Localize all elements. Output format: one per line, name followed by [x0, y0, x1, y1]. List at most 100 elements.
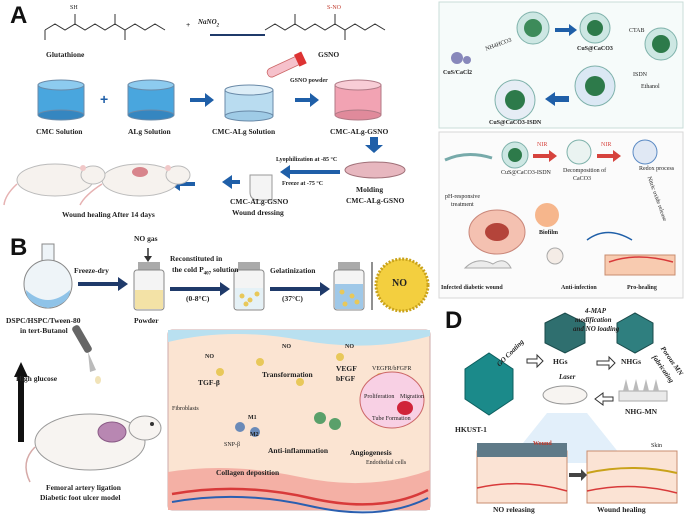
- ph-label-1: pH-responsive: [445, 194, 480, 200]
- dressing-label-2: Wound dressing: [232, 208, 284, 217]
- m1-label: M1: [248, 415, 257, 421]
- collagen-label: Collagen deposition: [216, 468, 280, 477]
- glutathione-label: Glutathione: [46, 50, 85, 59]
- isdn-label: ISDN: [633, 72, 648, 78]
- vegfr-label: VEGFR/bFGFR: [372, 366, 412, 372]
- infected-label: Infected diabetic wound: [441, 285, 503, 291]
- flask-label-2: in tert-Butanol: [20, 326, 68, 335]
- wound-label: Wound: [533, 441, 552, 447]
- no-marker-1: NO: [205, 354, 214, 360]
- powder-vial: [133, 262, 165, 311]
- decomposition-label-2: CaCO3: [573, 176, 591, 182]
- migration-label: Migration: [400, 394, 424, 400]
- anti-inflammation-label: Anti-inflammation: [268, 446, 328, 455]
- panel-d-illustration: [464, 312, 678, 504]
- snp-label: SNP-β: [224, 442, 241, 448]
- pro-healing-label: Pro-healing: [627, 285, 657, 291]
- powder-label: Powder: [134, 316, 159, 325]
- bfgf-label: bFGF: [336, 374, 356, 383]
- wound-healing-label: Wound healing After 14 days: [62, 210, 155, 219]
- anti-infection-label: Anti-infection: [561, 285, 597, 291]
- tgf-label: TGF-β: [198, 378, 220, 387]
- panel-a: A +: [0, 0, 437, 232]
- model-label-2: Diabetic foot ulcer model: [40, 493, 121, 502]
- endothelial-label: Endothelial cells: [366, 460, 407, 466]
- panel-b-illustration: [14, 243, 431, 514]
- panel-c-illustration: [438, 1, 684, 299]
- flask: [23, 243, 73, 309]
- map-label-2: modification: [575, 316, 612, 324]
- sno-group: S-NO: [327, 5, 342, 11]
- cmc-alg-solution-label: CMC-ALg Solution: [212, 127, 276, 136]
- high-glucose-label: High glucose: [16, 374, 58, 383]
- reconstituted-label-2: the cold P407 solution: [172, 265, 239, 277]
- gel-vial: [333, 262, 365, 311]
- alg-beaker: [127, 79, 175, 121]
- proliferation-label: Proliferation: [364, 394, 395, 400]
- m2-label: M2: [250, 432, 259, 438]
- no-marker-2: NO: [282, 344, 291, 350]
- gelatinization-label: Gelatinization: [270, 266, 316, 275]
- cmc-solution-label: CMC Solution: [36, 127, 83, 136]
- skin-label: Skin: [651, 443, 663, 449]
- mouse: [25, 413, 162, 483]
- model-label-1: Femoral artery ligation: [46, 483, 121, 492]
- fibroblasts-label: Fibroblasts: [172, 406, 199, 412]
- map-label-1: 4-MAP: [585, 307, 606, 315]
- rat-treated: [79, 163, 191, 206]
- nir-label-2: NIR: [601, 142, 612, 148]
- cus-caco3-isdn-label: CuS@CaCO3-ISDN: [489, 120, 542, 126]
- freeze-label: Freeze at -75 °C: [282, 181, 324, 187]
- nhg-mn-label: NHG-MN: [625, 407, 658, 416]
- panel-c: C NH4HCO3 CuS/CaCl2 CuS@CaCO3: [437, 0, 685, 300]
- redox-label: Redox process: [639, 166, 675, 172]
- nir-label-1: NIR: [537, 142, 548, 148]
- angiogenesis-label: Angiogenesis: [350, 448, 392, 457]
- freeze-dry-label: Freeze-dry: [74, 266, 109, 275]
- panel-d-label: D: [445, 307, 463, 334]
- flask-label-1: DSPC/HSPC/Tween-80: [6, 316, 81, 325]
- no-marker-3: NO: [345, 344, 354, 350]
- panel-a-chemistry: +: [3, 14, 406, 206]
- sh-group: SH: [70, 5, 78, 11]
- temp-gel-label: (37°C): [282, 294, 303, 303]
- no-sphere-label: NO: [392, 278, 407, 289]
- cus-cacl2-label: CuS/CaCl2: [443, 70, 473, 76]
- laser-label: Laser: [559, 373, 576, 381]
- panel-d: D HKUST-1 GO Coating HGs 4-MAP modificat…: [437, 303, 685, 517]
- ethanol-label: Ethanol: [641, 84, 660, 90]
- gsno-powder-label: GSNO powder: [290, 78, 328, 84]
- panel-b-label: B: [10, 234, 28, 261]
- nhgs-label: NHGs: [621, 357, 642, 366]
- svg-text:+: +: [100, 91, 108, 107]
- cus-caco3-label: CuS@CaCO3: [577, 46, 613, 52]
- alg-solution-label: ALg Solution: [128, 127, 171, 136]
- cmc-alg-gsno-label: CMC-ALg-GSNO: [330, 127, 389, 136]
- panel-a-label: A: [10, 2, 28, 29]
- cus-caco3-isdn-label-2: CuS@CaCO3-ISDN: [501, 170, 551, 176]
- nano2-label: NaNO2: [198, 18, 220, 29]
- gsno-label: GSNO: [318, 50, 340, 59]
- cmc-alg-beaker: [224, 84, 274, 122]
- lyophilization-label: Lyophilization at -85 °C: [276, 157, 338, 163]
- cmc-beaker: [37, 79, 85, 121]
- reconstituted-label-1: Reconstituted in: [170, 254, 223, 263]
- hgs-label: HGs: [553, 357, 568, 366]
- liposome-vial: [233, 262, 265, 311]
- ph-label-2: treatment: [451, 202, 474, 208]
- map-label-3: and NO loading: [573, 325, 620, 333]
- no-gas-label: NO gas: [134, 234, 158, 243]
- decomposition-label-1: Decomposition of: [563, 168, 607, 174]
- wound-healing-d-label: Wound healing: [597, 505, 646, 514]
- transformation-label: Transformation: [262, 370, 313, 379]
- panel-b: B: [0, 232, 437, 517]
- dressing-label-1: CMC-ALg-GSNO: [230, 197, 289, 206]
- tube-label: Tube Formation: [372, 416, 411, 422]
- temp-cold-label: (0-8°C): [186, 294, 210, 303]
- cmc-alg-gsno-beaker: [334, 79, 382, 121]
- hkust-label: HKUST-1: [455, 425, 487, 434]
- plus-sign: +: [186, 20, 191, 29]
- biofilm-label: Biofilm: [539, 230, 558, 236]
- tissue-section: [167, 329, 431, 514]
- molding-label: Molding: [356, 185, 384, 194]
